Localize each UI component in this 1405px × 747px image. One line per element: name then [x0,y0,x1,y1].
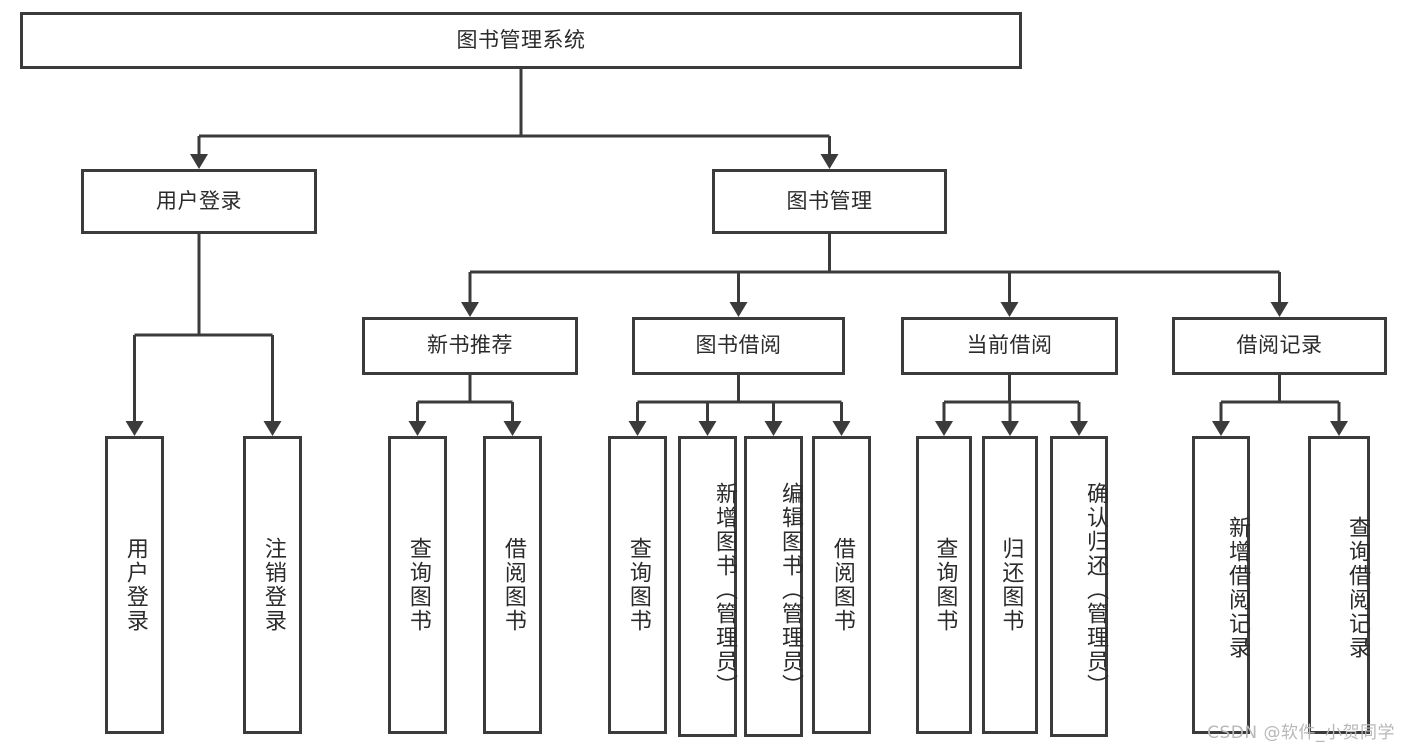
arrow-head-icon [698,421,717,436]
node-box-user-login[interactable] [81,169,317,234]
node-box-leaf-edit-book[interactable] [744,436,803,737]
arrow-head-icon [729,302,748,317]
arrow-head-icon [1001,421,1019,436]
watermark-text: CSDN @软件_小贺同学 [1207,723,1395,743]
arrow-head-icon [1070,421,1088,436]
node-box-leaf-user-login[interactable] [105,436,164,734]
node-box-leaf-borrow-book-bb[interactable] [812,436,871,734]
arrow-head-icon [408,421,427,436]
arrow-head-icon [461,302,479,317]
arrow-head-icon [1270,302,1289,317]
node-box-new-book-recommend[interactable] [362,317,578,375]
arrow-head-icon [1000,302,1019,317]
arrow-head-icon [1330,421,1348,436]
node-box-book-manage[interactable] [712,169,947,234]
node-box-leaf-add-borrow-record[interactable] [1192,436,1250,734]
arrow-head-icon [1212,421,1230,436]
arrow-head-icon [832,421,851,436]
arrow-head-icon [820,154,839,169]
node-box-leaf-logout[interactable] [243,436,302,734]
node-box-leaf-query-book-rec[interactable] [388,436,447,734]
node-box-leaf-confirm-return[interactable] [1050,436,1108,737]
arrow-head-icon [263,421,282,436]
boxes-group [20,12,1387,737]
node-box-leaf-borrow-book-rec[interactable] [483,436,542,734]
arrow-head-icon [190,154,208,169]
node-box-book-borrow[interactable] [632,317,845,375]
node-box-leaf-query-borrow-record[interactable] [1308,436,1370,734]
node-box-leaf-return-book[interactable] [982,436,1038,734]
node-box-leaf-query-book-cb[interactable] [916,436,972,734]
node-box-root[interactable] [20,12,1022,69]
arrow-head-icon [503,421,522,436]
arrow-head-icon [935,421,953,436]
node-box-current-borrow[interactable] [901,317,1118,375]
node-box-borrow-record[interactable] [1172,317,1387,375]
edges-group [125,69,1348,436]
node-box-leaf-add-book[interactable] [678,436,737,737]
node-box-leaf-query-book-bb[interactable] [608,436,667,734]
arrow-head-icon [628,421,647,436]
arrow-head-icon [764,421,783,436]
arrow-head-icon [125,421,144,436]
